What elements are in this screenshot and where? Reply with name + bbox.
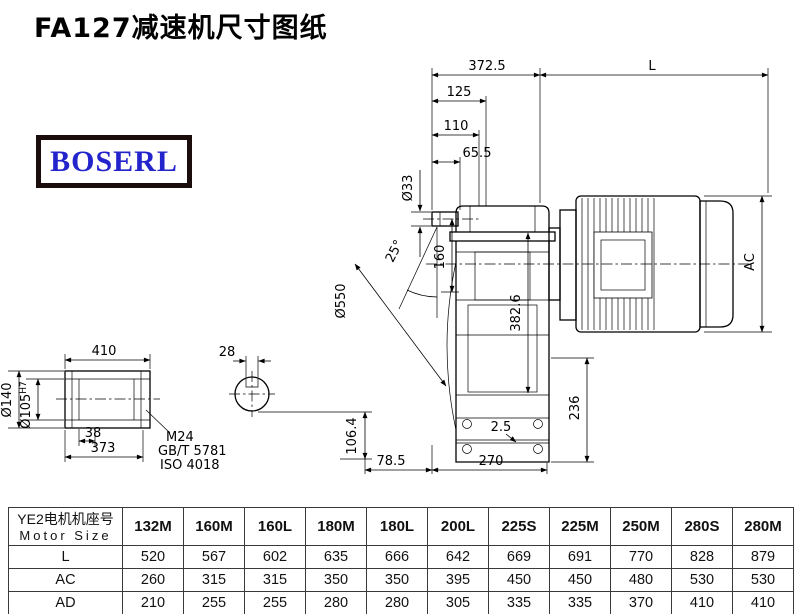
dim-L: L <box>648 59 656 74</box>
table-cell: 370 <box>610 591 672 614</box>
row-label: AD <box>8 591 123 614</box>
dim-160: 160 <box>433 245 448 270</box>
motor-view <box>426 195 752 333</box>
table-cell: 770 <box>610 545 672 569</box>
table-col-header: 280S <box>671 507 733 546</box>
shaft-section-view: 28 <box>219 345 275 417</box>
dim-106-4: 106.4 <box>345 417 360 454</box>
dim-38: 38 <box>85 426 102 441</box>
table-cell: 315 <box>244 568 306 592</box>
dim-dia105-tolerance: H7 <box>19 381 29 394</box>
table-col-header: 132M <box>122 507 184 546</box>
table-cell: 260 <box>122 568 184 592</box>
dim-410: 410 <box>92 344 117 359</box>
standard-iso-label: ISO 4018 <box>160 458 220 473</box>
dim-25deg: 25° <box>383 238 407 265</box>
table-cell: 305 <box>427 591 489 614</box>
table-cell: 255 <box>244 591 306 614</box>
table-cell: 567 <box>183 545 245 569</box>
dim-382-6: 382.6 <box>509 294 524 331</box>
dim-270: 270 <box>479 454 504 469</box>
row-label: L <box>8 545 123 569</box>
table-cell: 280 <box>305 591 367 614</box>
table-col-header: 180L <box>366 507 428 546</box>
table-cell: 410 <box>732 591 794 614</box>
table-cell: 480 <box>610 568 672 592</box>
dim-372-5: 372.5 <box>468 59 505 74</box>
dim-78-5: 78.5 <box>377 454 406 469</box>
table-cell: 828 <box>671 545 733 569</box>
table-cell: 255 <box>183 591 245 614</box>
table-col-header: 160L <box>244 507 306 546</box>
top-dimensions: 372.5 L 125 110 65.5 Ø33 160 25° <box>334 59 769 394</box>
table-cell: 530 <box>732 568 794 592</box>
table-cell: 642 <box>427 545 489 569</box>
table-row-L: L 520 567 602 635 666 642 669 691 770 82… <box>8 545 794 569</box>
table-cell: 350 <box>366 568 428 592</box>
dim-28: 28 <box>219 345 236 360</box>
dim-2-5: 2.5 <box>491 420 512 435</box>
table-cell: 450 <box>488 568 550 592</box>
table-cell: 635 <box>305 545 367 569</box>
thread-label: M24 <box>166 430 194 445</box>
table-col-header: 280M <box>732 507 794 546</box>
bottom-dimensions: 2.5 106.4 78.5 270 <box>258 411 548 474</box>
table-row-AD: AD 210 255 255 280 280 305 335 335 370 4… <box>8 591 794 614</box>
table-row-AC: AC 260 315 315 350 350 395 450 450 480 5… <box>8 568 794 592</box>
table-col-header: 225S <box>488 507 550 546</box>
dim-dia105: Ø105H7 <box>19 381 34 429</box>
table-col-header: 200L <box>427 507 489 546</box>
motor-size-header: YE2电机机座号 Motor Size <box>8 507 123 546</box>
dim-dia550: Ø550 <box>334 283 349 318</box>
right-dimensions: AC 236 <box>551 195 772 463</box>
table-cell: 350 <box>305 568 367 592</box>
table-col-header: 225M <box>549 507 611 546</box>
technical-drawing: 410 Ø140 Ø105H7 38 <box>0 59 772 474</box>
shaft-detail-view: 410 Ø140 Ø105H7 38 <box>0 344 227 473</box>
table-cell: 335 <box>488 591 550 614</box>
motor-size-header-en: Motor Size <box>19 527 112 543</box>
dim-dia140: Ø140 <box>0 382 15 417</box>
table-cell: 210 <box>122 591 184 614</box>
dim-65-5: 65.5 <box>463 146 492 161</box>
standard-gb-label: GB/T 5781 <box>158 444 227 459</box>
table-cell: 410 <box>671 591 733 614</box>
page-title: FA127减速机尺寸图纸 <box>34 13 328 44</box>
boserl-logo-text: BOSERL <box>50 144 178 178</box>
table-cell: 879 <box>732 545 794 569</box>
table-header-row: YE2电机机座号 Motor Size 132M 160M 160L 180M … <box>8 507 794 546</box>
table-cell: 669 <box>488 545 550 569</box>
row-label: AC <box>8 568 123 592</box>
table-cell: 315 <box>183 568 245 592</box>
dim-AC: AC <box>743 253 758 271</box>
motor-size-header-cn: YE2电机机座号 <box>17 510 114 527</box>
table-cell: 395 <box>427 568 489 592</box>
dim-373: 373 <box>91 441 116 456</box>
table-cell: 666 <box>366 545 428 569</box>
table-cell: 691 <box>549 545 611 569</box>
dim-125: 125 <box>447 85 472 100</box>
table-cell: 335 <box>549 591 611 614</box>
motor-size-table: YE2电机机座号 Motor Size 132M 160M 160L 180M … <box>8 507 794 614</box>
gearbox-main-view <box>423 205 556 463</box>
dim-110: 110 <box>444 119 469 134</box>
table-cell: 280 <box>366 591 428 614</box>
table-cell: 602 <box>244 545 306 569</box>
dim-236: 236 <box>568 396 583 421</box>
dim-dia105-value: Ø105 <box>19 394 34 429</box>
table-cell: 530 <box>671 568 733 592</box>
table-cell: 520 <box>122 545 184 569</box>
table-cell: 450 <box>549 568 611 592</box>
table-col-header: 180M <box>305 507 367 546</box>
boserl-logo: BOSERL <box>36 135 192 188</box>
table-col-header: 250M <box>610 507 672 546</box>
table-col-header: 160M <box>183 507 245 546</box>
dim-dia33: Ø33 <box>401 175 416 202</box>
